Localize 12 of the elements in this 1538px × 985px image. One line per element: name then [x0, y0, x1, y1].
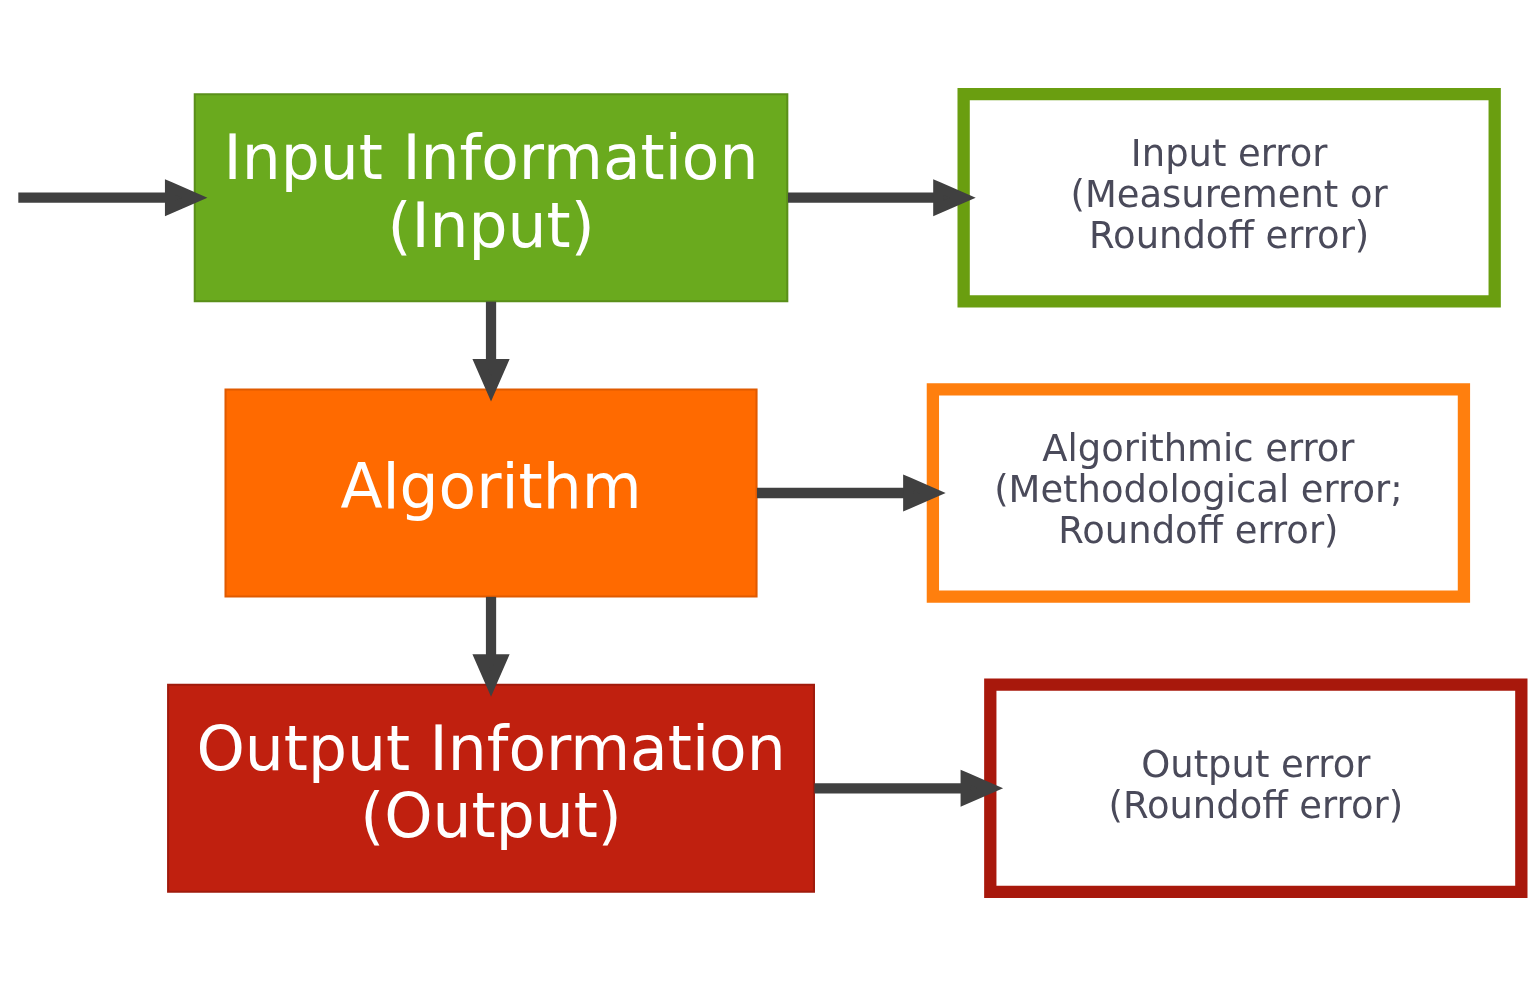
node-box: Input Information (Input): [193, 92, 789, 302]
node-box: Algorithmic error (Methodological error; Roundoff error): [926, 382, 1471, 603]
arrow: [814, 769, 1004, 807]
arrow: [472, 596, 510, 697]
node-box: Output error (Roundoff error): [984, 678, 1528, 898]
arrow: [757, 473, 946, 512]
node-box: Algorithm: [224, 387, 758, 598]
arrow: [472, 301, 510, 401]
arrow: [788, 178, 976, 216]
node-box: Output Information (Output): [167, 683, 815, 893]
arrow: [18, 178, 208, 216]
node-box: Input error (Measurement or Roundoff error): [957, 87, 1501, 307]
